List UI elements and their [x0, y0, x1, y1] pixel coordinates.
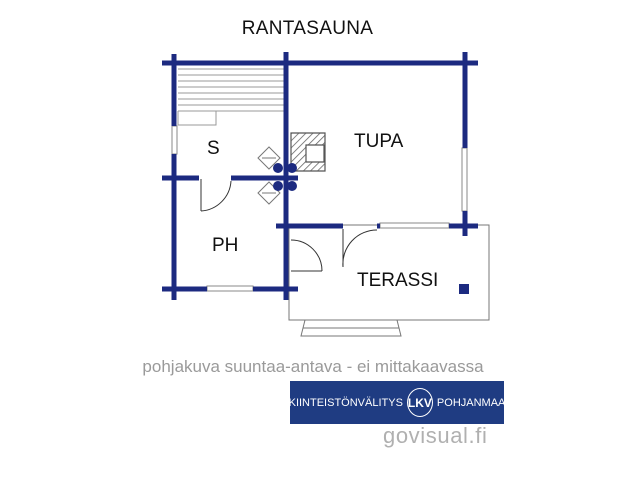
room-label-terassi: TERASSI: [357, 270, 439, 291]
brand-right-text: POHJANMAA: [436, 396, 506, 409]
brand-banner: KIINTEISTÖNVÄLITYS LKV POHJANMAA: [288, 381, 506, 424]
disclaimer-caption: pohjakuva suuntaa-antava - ei mittakaava…: [142, 357, 484, 376]
lkv-logo-text: LKV: [407, 395, 432, 410]
log-walls: [162, 52, 478, 300]
room-label-s: S: [207, 138, 220, 159]
room-label-ph: PH: [212, 235, 239, 256]
wall-joints: [273, 163, 469, 294]
lkv-logo: LKV: [406, 388, 433, 417]
doors: [200, 179, 378, 272]
room-label-tupa: TUPA: [354, 131, 404, 152]
brand-left-text: KIINTEISTÖNVÄLITYS: [288, 396, 403, 409]
plan-title: RANTASAUNA: [241, 18, 374, 39]
terrace-deck: [288, 224, 490, 337]
stove-tupa: [290, 132, 326, 172]
sauna-benches: [177, 68, 284, 126]
website-text: govisual.fi: [383, 423, 488, 448]
